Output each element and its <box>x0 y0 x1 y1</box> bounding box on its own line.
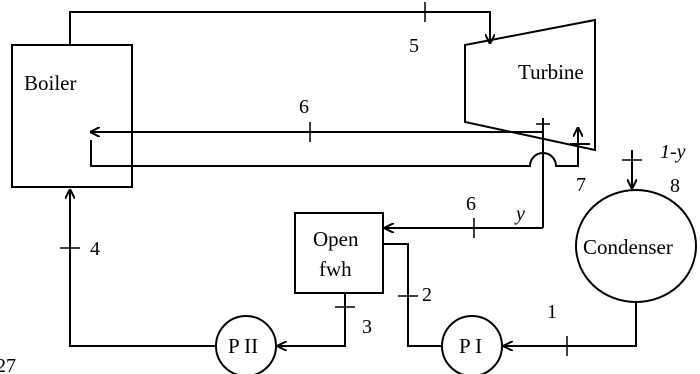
corner-label: 527 <box>0 355 16 374</box>
state-5-label: 5 <box>409 35 419 57</box>
open-fwh-box <box>294 212 384 294</box>
open-fwh-label-1: Open <box>313 227 359 251</box>
pump-2-label: P II <box>228 334 258 358</box>
pump-1-label: P I <box>459 334 482 358</box>
reheat-return-line <box>90 128 578 167</box>
state-1-label: 1 <box>547 301 557 323</box>
stream-5-line <box>69 11 490 45</box>
state-8-label: 8 <box>670 175 680 197</box>
stream-3-line <box>278 293 346 346</box>
extraction-fraction-label: y <box>514 203 525 225</box>
open-fwh-label-2: fwh <box>319 257 352 281</box>
stream-1-line <box>504 302 637 346</box>
state-7-label: 7 <box>576 174 586 196</box>
state-4-label: 4 <box>90 238 100 260</box>
condenser-label: Condenser <box>583 235 673 259</box>
turbine-shape <box>464 18 596 152</box>
turbine-label: Turbine <box>518 60 584 84</box>
stream-4-line <box>70 190 216 347</box>
state-6-reheat-label: 6 <box>299 96 309 118</box>
boiler-box <box>11 44 133 188</box>
stream-2-line <box>383 243 442 347</box>
boiler-label: Boiler <box>24 71 77 95</box>
state-2-label: 2 <box>422 284 432 306</box>
state-6-fwh-label: 6 <box>466 193 476 215</box>
turbine-exit-fraction-label: 1-y <box>660 141 686 163</box>
state-3-label: 3 <box>362 316 372 338</box>
